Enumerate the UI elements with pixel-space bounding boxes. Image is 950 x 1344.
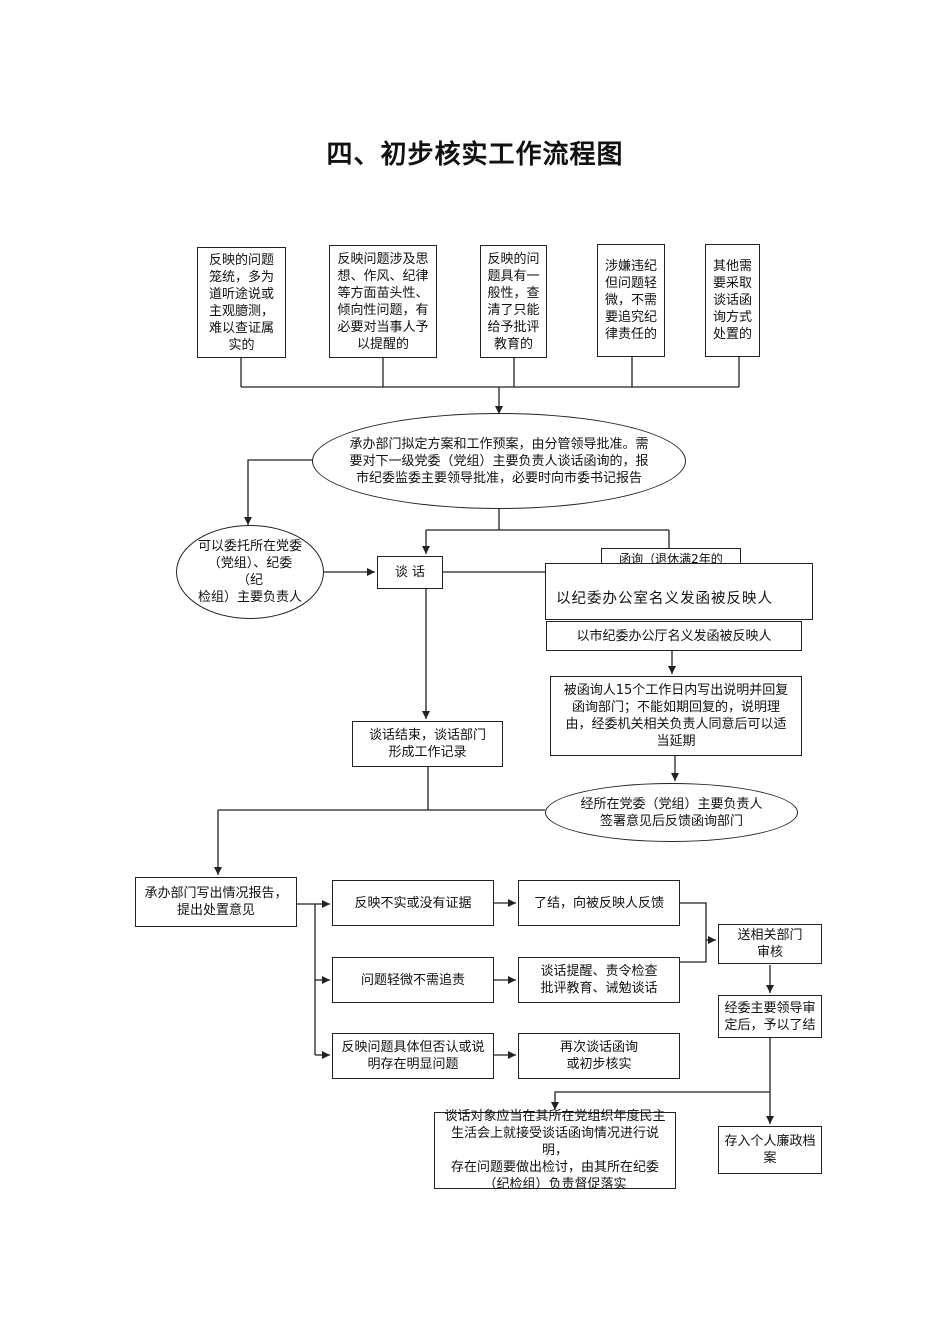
source-general-issue-text: 反映的问 题具有一 般性，查 清了只能 给予批评 教育的 <box>487 251 540 352</box>
action-reinquiry: 再次谈话函询 或初步核实 <box>518 1033 680 1079</box>
source-vague-reports: 反映的问题 笼统，多为 道听途说或 主观臆测， 难以查证属 实的 <box>197 247 286 358</box>
outcome-denied: 反映问题具体但否认或说 明存在明显问题 <box>332 1033 494 1079</box>
archive-node: 存入个人廉政档 案 <box>718 1126 822 1174</box>
source-other-cases-text: 其他需 要采取 谈话函 询方式 处置的 <box>712 259 752 342</box>
plan-approval-text: 承办部门拟定方案和工作预案，由分管领导批准。需 要对下一级党委（党组）主要负责人… <box>349 436 649 486</box>
talk-end-node: 谈话结束，谈话部门 形成工作记录 <box>352 721 503 767</box>
reply-text: 被函询人15个工作日内写出说明并回复 函询部门；不能如期回复的，说明理 由，经委… <box>563 683 789 749</box>
review-text: 送相关部门 审核 <box>737 928 803 960</box>
talk-text: 谈 话 <box>394 565 426 580</box>
outcome-denied-text: 反映问题具体但否认或说 明存在明显问题 <box>341 1040 485 1072</box>
inquiry-overlay-text: 以纪委办公室名义发函被反映人 <box>556 591 773 607</box>
outcome-minor-text: 问题轻微不需追责 <box>360 972 465 988</box>
feedback-text: 经所在党委（党组）主要负责人 签署意见后反馈函询部门 <box>580 796 763 829</box>
democratic-meeting-text: 谈话对象应当在其所在党组织年度民主 生活会上就接受谈话函询情况进行说明， 存在问… <box>444 1109 666 1192</box>
action-reinquiry-text: 再次谈话函询 或初步核实 <box>559 1040 638 1072</box>
city-letter-node: 以市纪委办公厅名义发函被反映人 <box>546 621 802 651</box>
reply-node: 被函询人15个工作日内写出说明并回复 函询部门；不能如期回复的，说明理 由，经委… <box>550 676 802 756</box>
talk-node: 谈 话 <box>377 556 443 589</box>
action-close-feedback-text: 了结，向被反映人反馈 <box>533 895 664 911</box>
action-close-feedback: 了结，向被反映人反馈 <box>518 880 680 926</box>
review-node: 送相关部门 审核 <box>718 924 822 964</box>
approve-text: 经委主要领导审 定后，予以了结 <box>724 1000 816 1033</box>
source-discipline-tendency: 反映问题涉及思 想、作风、纪律 等方面苗头性、 倾向性问题，有 必要对当事人予 … <box>329 245 437 358</box>
inquiry-overlay-node: 以纪委办公室名义发函被反映人 <box>545 563 813 620</box>
source-minor-violation-text: 涉嫌违纪 但问题轻 微，不需 要追究纪 律责任的 <box>604 259 657 342</box>
source-vague-reports-text: 反映的问题 笼统，多为 道听途说或 主观臆测， 难以查证属 实的 <box>208 252 274 353</box>
source-other-cases: 其他需 要采取 谈话函 询方式 处置的 <box>705 244 760 357</box>
talk-end-text: 谈话结束，谈话部门 形成工作记录 <box>368 728 486 760</box>
approve-node: 经委主要领导审 定后，予以了结 <box>718 995 822 1038</box>
outcome-untrue: 反映不实或没有证据 <box>332 880 494 926</box>
archive-text: 存入个人廉政档 案 <box>724 1134 816 1166</box>
entrust-text: 可以委托所在党委 （党组）、纪委（纪 检组）主要负责人 <box>197 539 302 605</box>
plan-approval-node: 承办部门拟定方案和工作预案，由分管领导批准。需 要对下一级党委（党组）主要负责人… <box>312 413 686 509</box>
action-reminder: 谈话提醒、责令检查 批评教育、诫勉谈话 <box>518 957 680 1003</box>
inquiry-text: 函询（退休满2年的 <box>619 551 723 566</box>
page-title: 四、初步核实工作流程图 <box>326 140 624 170</box>
democratic-meeting-node: 谈话对象应当在其所在党组织年度民主 生活会上就接受谈话函询情况进行说明， 存在问… <box>434 1109 676 1192</box>
outcome-minor: 问题轻微不需追责 <box>332 957 494 1003</box>
outcome-untrue-text: 反映不实或没有证据 <box>354 895 472 911</box>
feedback-node: 经所在党委（党组）主要负责人 签署意见后反馈函询部门 <box>545 783 798 842</box>
city-letter-text: 以市纪委办公厅名义发函被反映人 <box>576 628 772 644</box>
source-minor-violation: 涉嫌违纪 但问题轻 微，不需 要追究纪 律责任的 <box>597 244 665 357</box>
entrust-node: 可以委托所在党委 （党组）、纪委（纪 检组）主要负责人 <box>176 525 324 619</box>
report-node: 承办部门写出情况报告， 提出处置意见 <box>135 877 297 927</box>
report-text: 承办部门写出情况报告， 提出处置意见 <box>144 886 288 918</box>
action-reminder-text: 谈话提醒、责令检查 批评教育、诫勉谈话 <box>540 964 658 996</box>
source-discipline-tendency-text: 反映问题涉及思 想、作风、纪律 等方面苗头性、 倾向性问题，有 必要对当事人予 … <box>337 251 429 352</box>
source-general-issue: 反映的问 题具有一 般性，查 清了只能 给予批评 教育的 <box>480 245 547 358</box>
